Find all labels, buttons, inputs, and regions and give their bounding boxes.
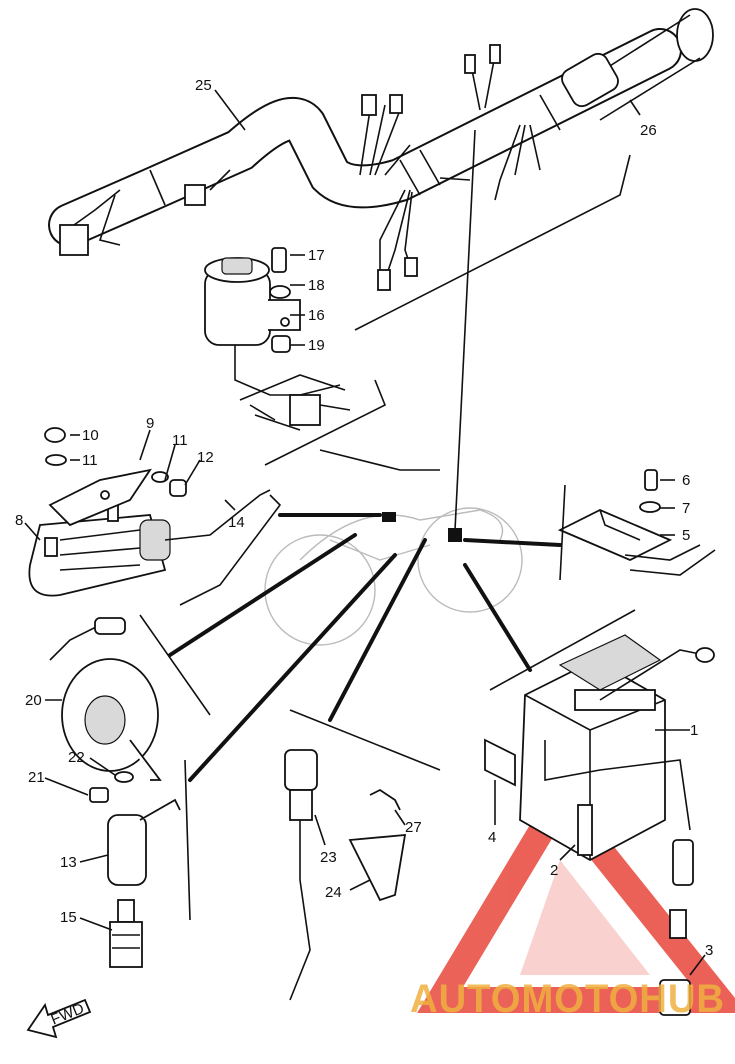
label-27: 27 — [405, 819, 422, 836]
label-5: 5 — [682, 527, 690, 544]
label-7: 7 — [682, 500, 690, 517]
label-4: 4 — [488, 829, 496, 846]
neutral-switch-assembly — [284, 538, 441, 1001]
label-21: 21 — [28, 769, 45, 786]
label-25: 25 — [195, 77, 212, 94]
handlebar-harness — [48, 8, 714, 531]
label-26: 26 — [640, 122, 657, 139]
label-3: 3 — [705, 942, 713, 959]
relay-assembly — [463, 469, 716, 581]
motorcycle-silhouette — [264, 507, 523, 646]
leader-lines — [24, 89, 706, 976]
label-1: 1 — [690, 722, 698, 739]
spark-plug-assembly — [107, 553, 397, 968]
label-11-a: 11 — [82, 452, 98, 469]
label-23: 23 — [320, 849, 337, 866]
label-17: 17 — [308, 247, 325, 264]
main-switch-assembly — [204, 247, 440, 471]
label-22: 22 — [68, 749, 85, 766]
horn-assembly — [49, 533, 357, 803]
battery-assembly — [463, 563, 715, 1016]
harness-junction — [448, 528, 462, 542]
fuse-connector — [382, 512, 396, 522]
label-20: 20 — [25, 692, 42, 709]
label-12: 12 — [197, 449, 214, 466]
label-19: 19 — [308, 337, 325, 354]
fwd-label: FWD — [48, 1000, 86, 1029]
label-24: 24 — [325, 884, 342, 901]
part-labels: 25 26 17 18 16 19 10 9 11 11 12 14 8 6 7… — [15, 77, 713, 959]
label-9: 9 — [146, 415, 154, 432]
watermark-text: AUTOMOTOHUB — [410, 977, 725, 1021]
label-16: 16 — [308, 307, 325, 324]
label-18: 18 — [308, 277, 325, 294]
label-10: 10 — [82, 427, 99, 444]
watermark-logo — [417, 777, 735, 1013]
label-8: 8 — [15, 512, 23, 529]
label-6: 6 — [682, 472, 690, 489]
label-2: 2 — [550, 862, 558, 879]
label-13: 13 — [60, 854, 77, 871]
label-15: 15 — [60, 909, 77, 926]
fwd-arrow: FWD — [26, 998, 92, 1039]
ignition-coil-assembly — [28, 427, 382, 606]
label-11-b: 11 — [172, 432, 188, 449]
label-14: 14 — [228, 514, 245, 531]
